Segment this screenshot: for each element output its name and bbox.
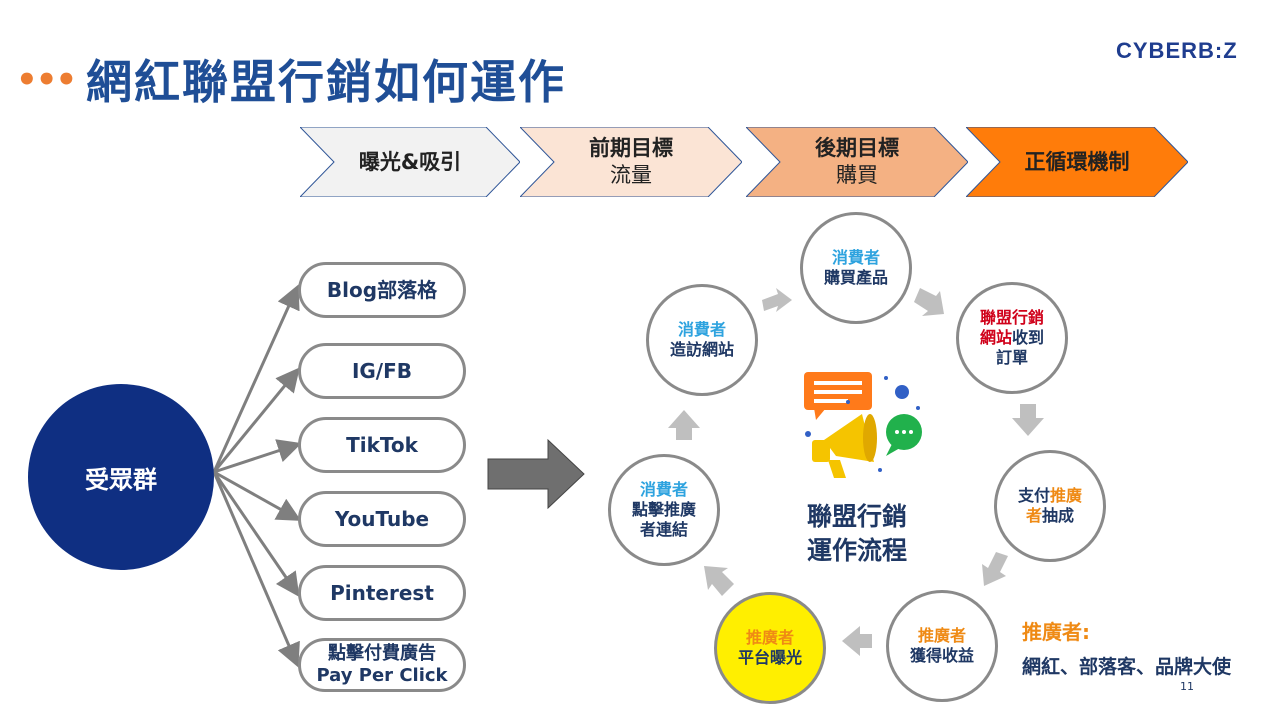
- cycle-arrow-2-icon: [914, 288, 944, 316]
- cycle-node-exposure-a: 推廣者: [745, 628, 794, 647]
- cyberbiz-logo: CYBERB:Z: [1116, 38, 1238, 63]
- channel-pinterest-label: Pinterest: [330, 581, 434, 605]
- cycle-node-commission-b1: 者: [1025, 506, 1042, 525]
- cycle-node-order-a: 聯盟行銷: [979, 308, 1044, 327]
- stage-cycle-label: 正循環機制: [1024, 149, 1130, 174]
- cycle-arrow-6-icon: [704, 566, 734, 596]
- arrow-to-youtube: [213, 470, 302, 521]
- channel-igfb: IG/FB: [298, 343, 466, 399]
- cycle-node-commission: 支付推廣 者抽成: [994, 450, 1106, 562]
- arrow-to-blog: [212, 284, 300, 473]
- cycle-arrow-7-icon: [668, 410, 700, 440]
- promoters-label: 推廣者:: [1022, 620, 1090, 644]
- cycle-node-visit: 消費者 造訪網站: [646, 284, 758, 396]
- channel-ppc-label-en: Pay Per Click: [316, 665, 448, 686]
- cycle-node-earn: 推廣者 獲得收益: [886, 590, 998, 702]
- cycle-node-visit-a: 消費者: [677, 320, 726, 339]
- cycle-node-click: 消費者 點擊推廣 者連結: [608, 454, 720, 566]
- audience-circle: 受眾群: [28, 384, 214, 570]
- cycle-node-earn-b: 獲得收益: [909, 646, 974, 665]
- cycle-node-exposure-b: 平台曝光: [737, 648, 802, 667]
- stage-late-goal-label: 後期目標: [815, 136, 899, 160]
- center-process-line2: 運作流程: [806, 536, 907, 565]
- cycle-node-click-a: 消費者: [639, 480, 688, 499]
- center-process-line1: 聯盟行銷: [806, 502, 907, 531]
- arrow-to-ppc: [212, 471, 300, 668]
- stage-late-goal-sub: 購買: [836, 163, 878, 187]
- cycle-node-order-b2: 收到: [1012, 328, 1045, 347]
- cycle-node-commission-b2: 抽成: [1042, 506, 1075, 525]
- arrow-to-igfb: [212, 367, 300, 473]
- stage-exposure: 曝光&吸引: [300, 127, 520, 197]
- stage-early-goal-sub: 流量: [610, 163, 652, 187]
- big-right-arrow-icon: [487, 438, 585, 510]
- cycle-node-purchase: 消費者 購買產品: [800, 212, 912, 324]
- cycle-node-earn-a: 推廣者: [917, 626, 966, 645]
- cycle-node-exposure: 推廣者 平台曝光: [714, 592, 826, 704]
- title-dots-icon: •••: [16, 60, 77, 100]
- channel-youtube: YouTube: [298, 491, 466, 547]
- stage-cycle: 正循環機制: [966, 127, 1188, 197]
- cycle-node-click-b: 點擊推廣: [631, 500, 696, 519]
- cycle-node-purchase-b: 購買產品: [823, 268, 888, 287]
- megaphone-illustration-icon: [804, 372, 922, 478]
- channel-igfb-label: IG/FB: [351, 359, 413, 383]
- stage-early-goal: 前期目標流量: [520, 127, 742, 197]
- channel-youtube-label: YouTube: [334, 507, 430, 531]
- cycle-arrow-5-icon: [842, 626, 872, 656]
- channel-tiktok-label: TikTok: [346, 433, 418, 457]
- stage-exposure-label: 曝光&吸引: [358, 149, 462, 174]
- channel-pinterest: Pinterest: [298, 565, 466, 621]
- cycle-node-order-c: 訂單: [995, 348, 1028, 367]
- cycle-arrow-4-icon: [982, 552, 1008, 586]
- cycle-node-commission-a2: 推廣: [1050, 486, 1083, 505]
- cycle-node-commission-a1: 支付: [1017, 486, 1050, 505]
- cycle-node-order: 聯盟行銷 網站收到 訂單: [956, 282, 1068, 394]
- center-process-label: 聯盟行銷 運作流程: [790, 500, 924, 568]
- cycle-node-order-b1: 網站: [979, 328, 1012, 347]
- channel-ppc: 點擊付費廣告 Pay Per Click: [298, 638, 466, 692]
- cycle-arrow-1-icon: [762, 288, 792, 312]
- cycle-node-visit-b: 造訪網站: [669, 340, 734, 359]
- page-number: 11: [1180, 680, 1194, 693]
- cycle-node-click-c: 者連結: [639, 520, 688, 539]
- stage-early-goal-label: 前期目標: [589, 136, 673, 160]
- channel-blog: Blog部落格: [298, 262, 466, 318]
- arrow-to-tiktok: [213, 439, 302, 474]
- stage-late-goal: 後期目標購買: [746, 127, 968, 197]
- promoters-text: 網紅、部落客、品牌大使: [1022, 656, 1232, 678]
- page-title: 網紅聯盟行銷如何運作: [86, 55, 566, 109]
- channel-ppc-label-zh: 點擊付費廣告: [328, 643, 436, 664]
- channel-tiktok: TikTok: [298, 417, 466, 473]
- cycle-node-purchase-a: 消費者: [831, 248, 880, 267]
- arrow-to-pinterest: [212, 471, 300, 597]
- cycle-arrow-3-icon: [1012, 404, 1044, 436]
- channel-blog-label: Blog部落格: [326, 278, 438, 302]
